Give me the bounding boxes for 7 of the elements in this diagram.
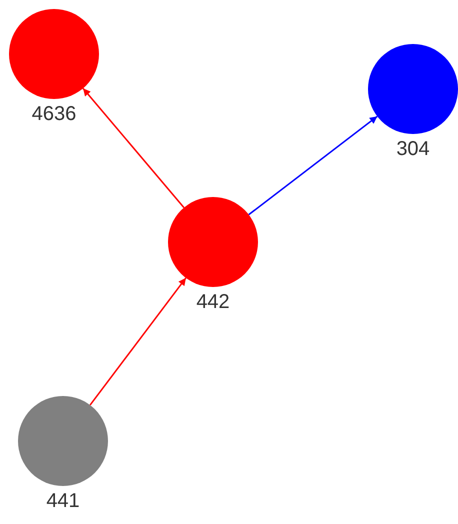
arrow	[89, 277, 187, 406]
node-label: 4636	[32, 103, 76, 126]
arrow	[82, 88, 185, 208]
node-label: 304	[396, 138, 430, 161]
arrow	[248, 116, 378, 216]
node-label: 441	[46, 490, 80, 513]
node-label: 442	[196, 291, 230, 314]
